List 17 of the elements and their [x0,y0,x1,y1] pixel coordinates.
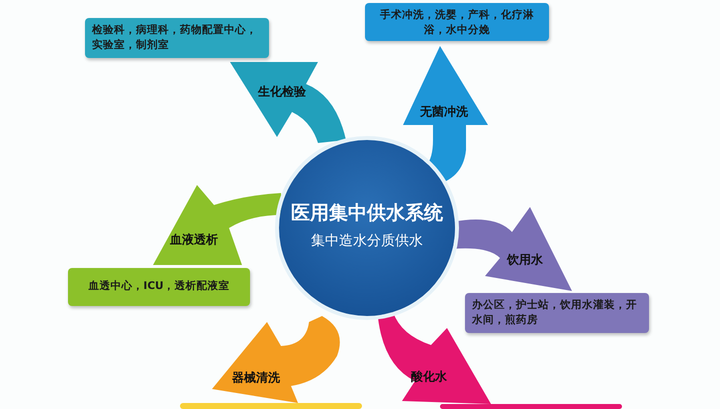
circle-subtitle: 集中造水分质供水 [311,233,423,249]
info-box: 办公区，护士站，饮用水灌装，开水间，煎药房 [465,293,649,333]
edge-label: 生化检验 [258,84,306,100]
info-box: 检验科，病理科，药物配置中心，实验室，制剂室 [85,18,269,58]
curved-arrow [212,316,340,403]
cut-off-box [180,403,362,409]
info-box: 手术冲洗，洗婴，产科，化疗淋浴，水中分娩 [365,3,549,41]
edge-label: 器械清洗 [232,370,280,386]
edge-label: 酸化水 [411,368,447,386]
edge-label: 血液透析 [170,232,218,248]
curved-arrow [230,62,346,143]
cut-off-box [440,404,622,409]
curved-arrow [153,185,282,265]
edge-label: 无菌冲洗 [420,104,468,120]
circle-title: 医用集中供水系统 [291,202,443,224]
edge-label: 饮用水 [507,252,543,268]
info-box: 血透中心，ICU，透析配液室 [68,268,250,306]
